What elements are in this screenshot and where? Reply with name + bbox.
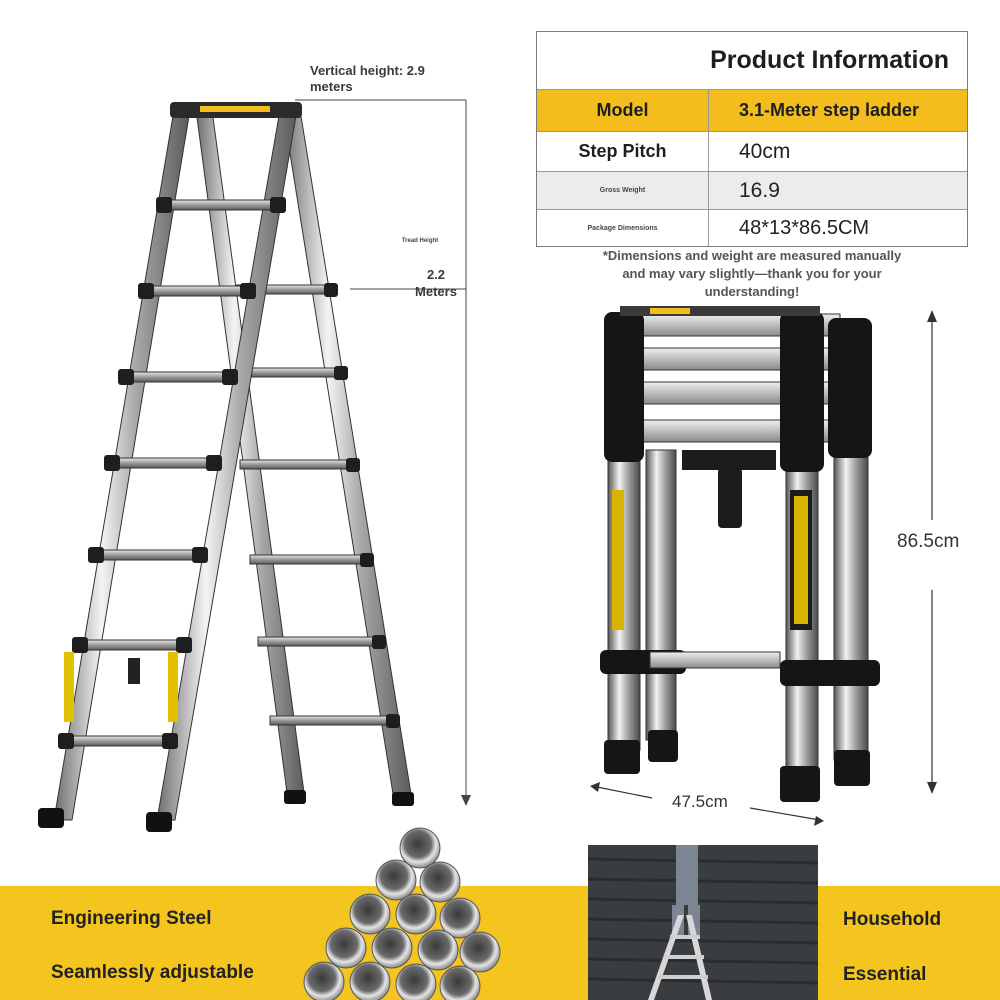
row-label: Package Dimensions <box>537 210 709 246</box>
feature-essential: Essential <box>843 964 927 985</box>
row-label: Model <box>537 90 709 131</box>
height-dimension: 86.5cm <box>897 531 960 552</box>
steel-tubes-image <box>303 827 501 1000</box>
tread-height-value: 2.2 Meters <box>415 267 457 299</box>
width-dimension: 47.5cm <box>672 792 728 811</box>
dimension-arrows <box>590 310 937 826</box>
table-title: Product Information <box>710 46 949 74</box>
feature-bar <box>0 886 1000 1000</box>
disclaimer-text: *Dimensions and weight are measured manu… <box>602 248 902 299</box>
table-row-step-pitch: Step Pitch 40cm <box>537 131 967 171</box>
row-label: Step Pitch <box>537 132 709 171</box>
product-information-table: Product Information Model 3.1-Meter step… <box>536 31 968 247</box>
feature-seamlessly-adjustable: Seamlessly adjustable <box>51 962 254 983</box>
row-value: 48*13*86.5CM <box>739 216 870 239</box>
vertical-height-label: Vertical height: 2.9 meters <box>310 63 425 94</box>
feature-household: Household <box>843 909 942 930</box>
folded-ladder-image <box>600 306 880 802</box>
tread-height-label: Tread Height <box>401 238 439 244</box>
row-value: 3.1-Meter step ladder <box>739 100 920 120</box>
table-row-gross-weight: Gross Weight 16.9 <box>537 171 967 209</box>
row-label: Gross Weight <box>537 172 709 209</box>
feature-engineering-steel: Engineering Steel <box>51 908 212 929</box>
a-frame-ladder-image <box>38 99 471 832</box>
row-value: 40cm <box>739 139 791 163</box>
table-row-model: Model 3.1-Meter step ladder <box>537 89 967 131</box>
table-row-package-dimensions: Package Dimensions 48*13*86.5CM <box>537 209 967 246</box>
household-photo <box>588 845 818 1000</box>
row-value: 16.9 <box>739 178 780 202</box>
